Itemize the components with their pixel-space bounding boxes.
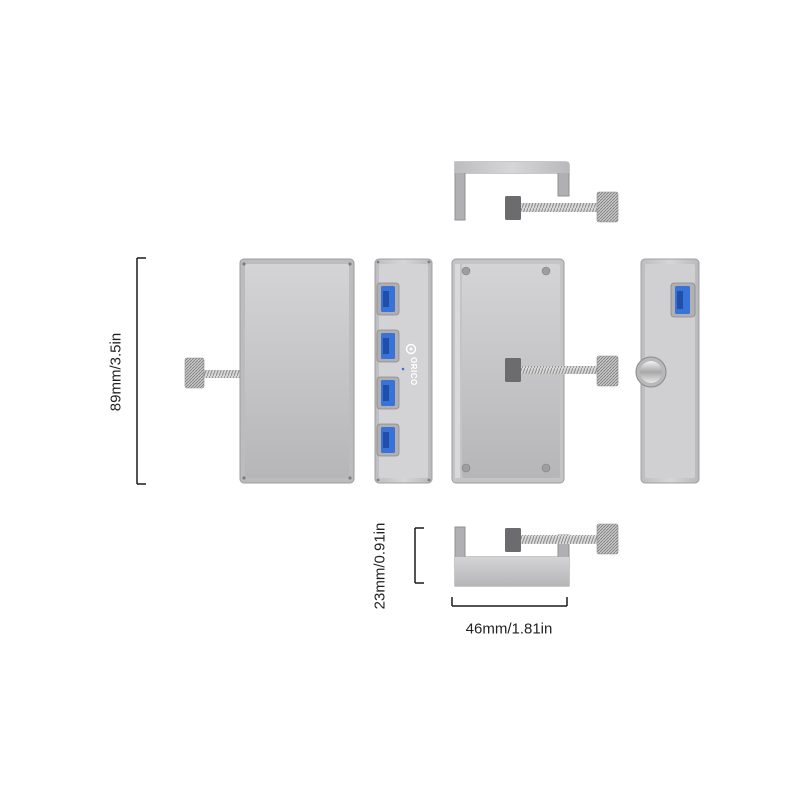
usb-port-2 (376, 329, 400, 363)
height-dimension-bracket (136, 257, 146, 485)
usb-port-1 (376, 282, 400, 316)
height-dimension-label: 89mm/3.5in (107, 332, 125, 412)
port-side-view: ORICO (374, 258, 433, 484)
top-view (454, 161, 619, 223)
bottom-view (454, 523, 619, 587)
clamp-screw (505, 355, 619, 387)
usb-port-side (670, 282, 696, 318)
front-clamp-view (451, 258, 619, 484)
screw-knob-icon (635, 356, 667, 388)
depth-dimension-label: 23mm/0.91in (371, 522, 389, 610)
status-led-icon (401, 367, 405, 371)
clamp-screw (505, 523, 619, 555)
usb-port-3 (376, 376, 400, 410)
clamp-screw (505, 191, 619, 223)
usb-port-4 (376, 423, 400, 457)
orico-logo-icon (405, 343, 417, 355)
brand-logo-text: ORICO (409, 357, 418, 386)
depth-dimension-bracket (414, 527, 424, 584)
width-dimension-bracket (451, 597, 568, 607)
back-view (184, 258, 355, 484)
width-dimension-label: 46mm/1.81in (465, 620, 553, 638)
right-side-view (635, 258, 700, 484)
clamp-screw (184, 357, 240, 389)
